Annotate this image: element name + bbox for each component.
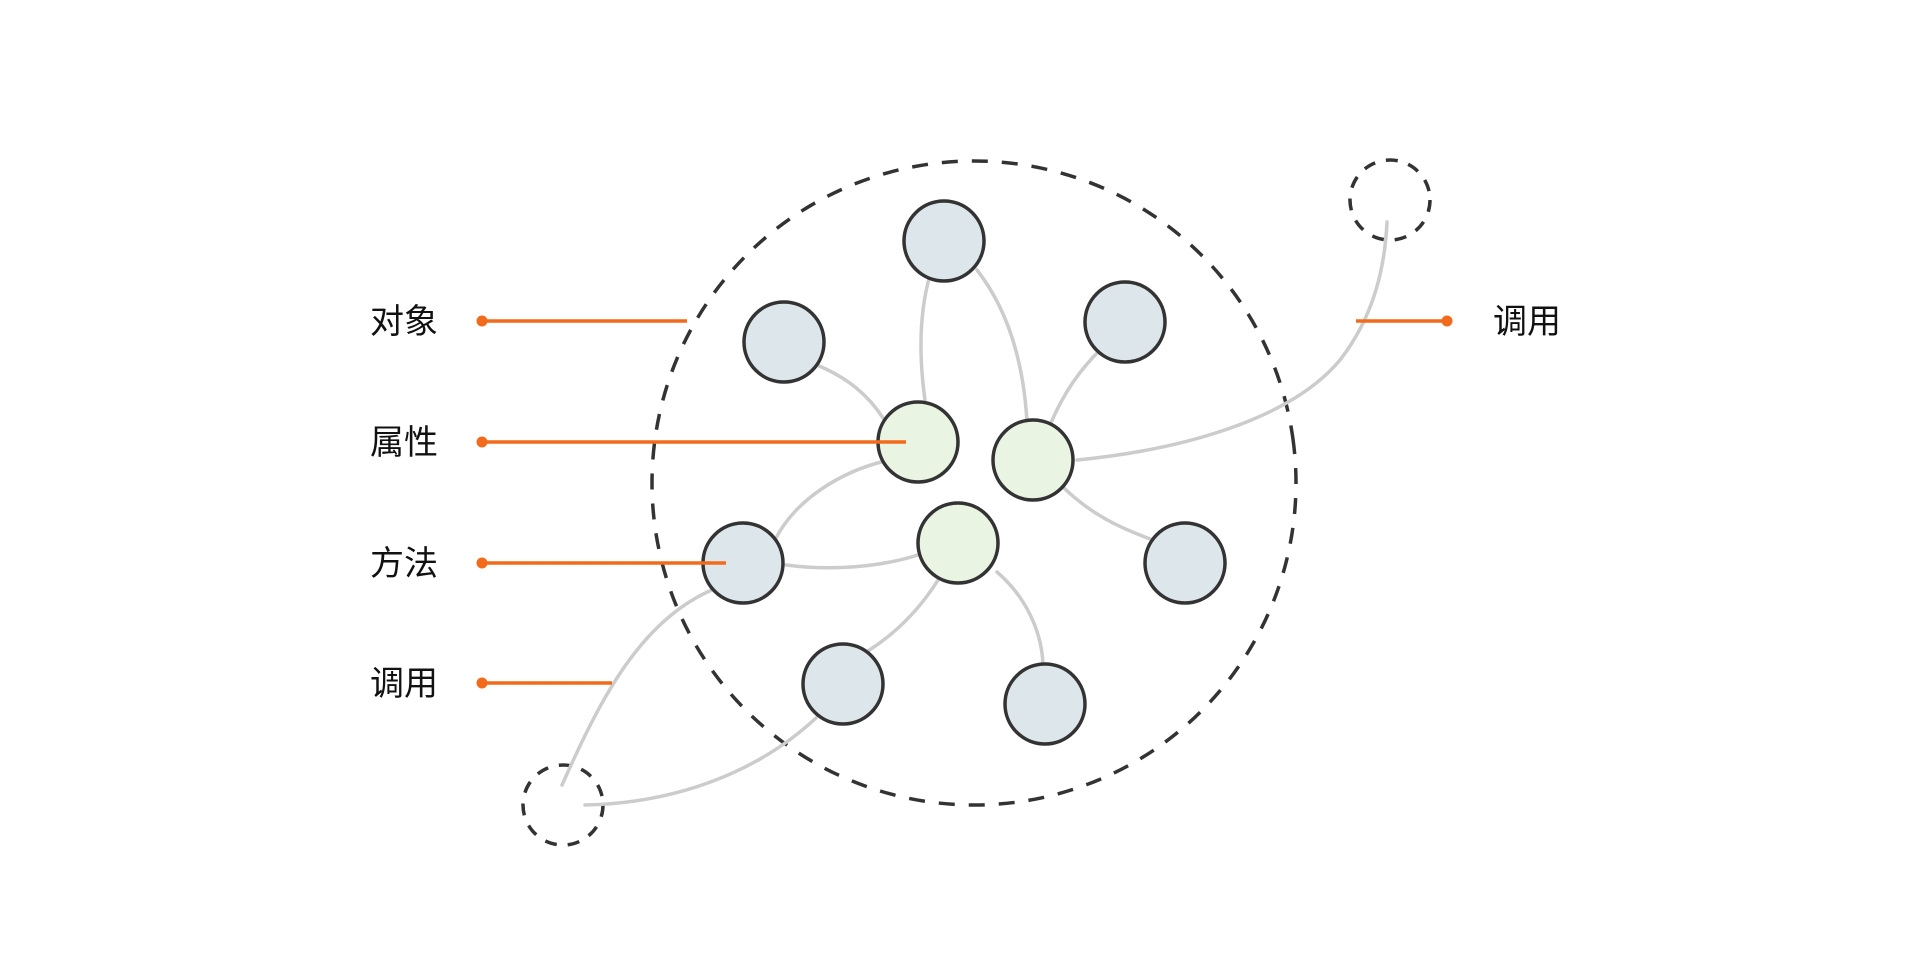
label-call-right: 调用 [1493, 302, 1561, 342]
edge [995, 570, 1045, 667]
data-node [801, 642, 885, 726]
edge [866, 578, 940, 653]
data-node [742, 300, 826, 384]
label-method: 方法 [370, 544, 438, 584]
edge [975, 268, 1029, 424]
object-boundary [650, 159, 1298, 807]
data-nodes [701, 199, 1227, 746]
data-node [902, 199, 986, 283]
edge [1075, 220, 1389, 462]
leader-dot [476, 315, 488, 327]
leader-dot [476, 436, 488, 448]
data-node [1143, 521, 1227, 605]
leader-dot [1441, 315, 1453, 327]
edge [919, 273, 932, 402]
leader-dot [476, 677, 488, 689]
edge [784, 553, 920, 570]
data-node [1003, 662, 1087, 746]
label-call-left: 调用 [370, 664, 438, 704]
label-attribute: 属性 [370, 423, 438, 463]
attribute-node [991, 418, 1075, 502]
leader-dot [476, 557, 488, 569]
edge [815, 363, 885, 420]
data-node [1083, 280, 1167, 364]
label-object: 对象 [370, 302, 438, 342]
attribute-nodes [876, 400, 1075, 585]
leader-lines [476, 315, 1453, 689]
external-object-top-right [1348, 158, 1432, 242]
edge [773, 459, 887, 542]
edge [1062, 486, 1155, 542]
method-node [916, 501, 1000, 585]
edge [1048, 348, 1102, 427]
edge [583, 716, 818, 807]
edges [560, 220, 1389, 807]
edge [560, 587, 716, 787]
